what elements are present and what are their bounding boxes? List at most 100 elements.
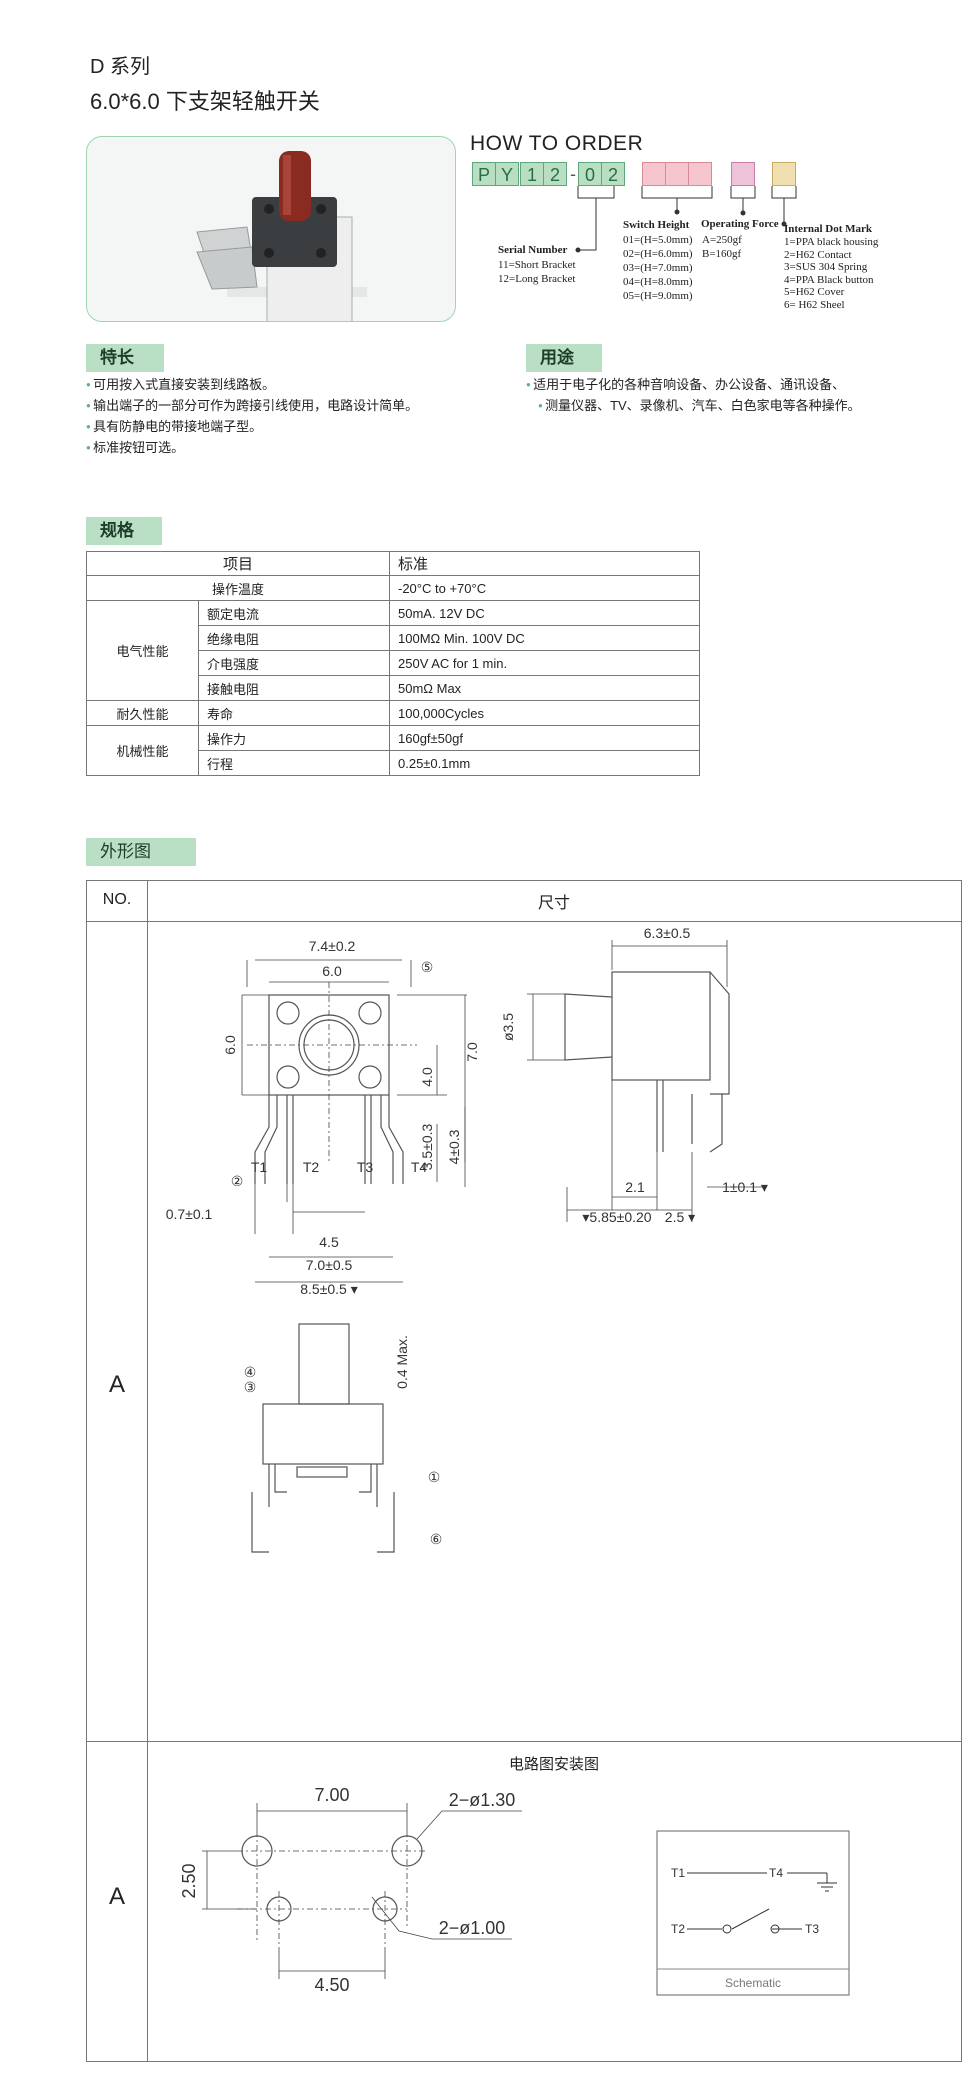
cell-group: 耐久性能 <box>86 700 199 726</box>
product-title: 6.0*6.0 下支架轻触开关 <box>90 89 320 114</box>
cell-label: 接触电阻 <box>198 675 390 701</box>
schematic-caption: Schematic <box>725 1976 781 1990</box>
schematic-label: T3 <box>805 1922 819 1936</box>
dimension-drawing: 7.4±0.2 6.0 6.0 7.0 4.0 3.5±0.3 4±0.3 0.… <box>166 925 768 1553</box>
table-row: 绝缘电阻 100MΩ Min. 100V DC <box>87 625 700 651</box>
outline-table: NO. 尺寸 A A 7.4±0.2 6.0 6.0 <box>86 880 962 2062</box>
dim-label: 2−ø1.00 <box>439 1918 506 1938</box>
cell-label: 行程 <box>198 750 390 776</box>
dim-label: 6.3±0.5 <box>644 925 691 941</box>
code-slot <box>772 162 796 186</box>
code-slot <box>665 162 689 186</box>
operating-force-title: Operating Force <box>701 218 779 230</box>
code-slot <box>688 162 712 186</box>
marker: ⑤ <box>421 959 434 975</box>
switch-height-items: 01=(H=5.0mm) 02=(H=6.0mm) 03=(H=7.0mm) 0… <box>623 234 693 302</box>
cell-label: 绝缘电阻 <box>198 625 390 651</box>
code-char: P <box>472 162 496 186</box>
dim-label: 7.00 <box>314 1785 349 1805</box>
switch-height-title: Switch Height <box>623 219 690 231</box>
dim-label: 4.5 <box>319 1234 339 1250</box>
table-row: 行程 0.25±0.1mm <box>87 750 700 776</box>
order-leader-lines <box>575 186 797 253</box>
internal-dot-title: Internal Dot Mark <box>784 223 872 235</box>
marker: ① <box>428 1469 441 1485</box>
spec-table: 项目 标准 操作温度 -20°C to +70°C 电气性能 额定电流 50mA… <box>86 551 700 776</box>
col-header-size: 尺寸 <box>537 895 570 912</box>
spec-tag: 规格 <box>86 517 162 545</box>
dim-label: 7.0 <box>464 1042 480 1062</box>
list-item: 输出端子的一部分可作为跨接引线使用，电路设计简单。 <box>86 395 418 416</box>
row-label-a: A <box>108 1371 125 1398</box>
cell-value: 100MΩ Min. 100V DC <box>389 625 700 651</box>
features-list: 可用按入式直接安装到线路板。 输出端子的一部分可作为跨接引线使用，电路设计简单。… <box>86 374 418 458</box>
dim-label: 2.5 ▾ <box>665 1209 695 1225</box>
serial-number-items: 11=Short Bracket 12=Long Bracket <box>498 259 576 285</box>
series-label: D 系列 <box>90 56 150 78</box>
features-tag: 特长 <box>86 344 164 372</box>
dim-label: 0.7±0.1 <box>166 1206 213 1222</box>
internal-dot-items: 1=PPA black housing 2=H62 Contact 3=SUS … <box>784 236 879 311</box>
cell-group: 机械性能 <box>86 725 199 776</box>
dim-label: 4±0.3 <box>446 1129 462 1164</box>
pcb-title: 电路图安装图 <box>508 1756 599 1773</box>
terminal-label: T3 <box>357 1159 374 1175</box>
how-to-order-title: HOW TO ORDER <box>470 132 644 155</box>
col-header-item: 项目 <box>86 551 390 576</box>
terminal-label: T2 <box>303 1159 320 1175</box>
schematic-label: T2 <box>671 1922 685 1936</box>
list-item: 具有防静电的带接地端子型。 <box>86 416 418 437</box>
col-header-standard: 标准 <box>389 551 700 576</box>
dim-label: 4.0 <box>419 1067 435 1087</box>
serial-number-title: Serial Number <box>498 244 568 256</box>
usage-tag: 用途 <box>526 344 602 372</box>
table-row: 机械性能 操作力 160gf±50gf <box>86 725 700 776</box>
code-char: 2 <box>601 162 625 186</box>
code-slot <box>731 162 755 186</box>
cell-label: 寿命 <box>198 700 390 726</box>
dim-label: 7.4±0.2 <box>309 938 356 954</box>
cell-group: 电气性能 <box>86 600 199 701</box>
cell-value: 50mA. 12V DC <box>389 600 700 626</box>
dim-label: 2−ø1.30 <box>449 1790 516 1810</box>
marker: ② <box>231 1173 244 1189</box>
table-row: 电气性能 额定电流 50mA. 12V DC <box>86 600 700 701</box>
table-row: 耐久性能 寿命 100,000Cycles <box>86 700 700 726</box>
list-item: 测量仪器、TV、录像机、汽车、白色家电等各种操作。 <box>526 395 861 416</box>
terminal-label: T4 <box>411 1159 428 1175</box>
cell-label: 操作力 <box>198 725 390 751</box>
outline-tag: 外形图 <box>86 838 196 866</box>
schematic-label: T4 <box>769 1866 783 1880</box>
marker: ③ <box>244 1379 257 1395</box>
marker: ④ <box>244 1364 257 1380</box>
list-item: 标准按钮可选。 <box>86 437 418 458</box>
col-header-no: NO. <box>102 891 132 908</box>
code-char: 0 <box>578 162 602 186</box>
product-photo <box>86 136 456 322</box>
dim-label: 4.50 <box>314 1975 349 1995</box>
marker: ⑥ <box>430 1531 443 1547</box>
code-char: 1 <box>520 162 544 186</box>
code-char: 2 <box>543 162 567 186</box>
usage-list: 适用于电子化的各种音响设备、办公设备、通讯设备、 测量仪器、TV、录像机、汽车、… <box>526 374 861 416</box>
terminal-label: T1 <box>251 1159 268 1175</box>
cell-value: 100,000Cycles <box>389 700 700 726</box>
operating-force-items: A=250gf B=160gf <box>702 234 742 260</box>
dim-label: 1±0.1 ▾ <box>722 1179 768 1195</box>
cell-value: 160gf±50gf <box>389 725 700 751</box>
table-row: 项目 标准 <box>86 551 700 576</box>
cell-value: -20°C to +70°C <box>389 575 700 601</box>
cell-label: 介电强度 <box>198 650 390 676</box>
dim-label: 6.0 <box>322 963 342 979</box>
cell-value: 50mΩ Max <box>389 675 700 701</box>
dim-label: 2.1 <box>625 1179 645 1195</box>
dim-label: ø3.5 <box>500 1013 516 1041</box>
table-row: 操作温度 -20°C to +70°C <box>86 575 700 601</box>
dim-label: 6.0 <box>222 1035 238 1055</box>
row-label-a2: A <box>108 1883 125 1910</box>
dim-label: 7.0±0.5 <box>306 1257 353 1273</box>
code-slot <box>642 162 666 186</box>
cell-value: 0.25±0.1mm <box>389 750 700 776</box>
dim-label: 8.5±0.5 ▾ <box>300 1281 358 1297</box>
code-dash: - <box>570 164 576 184</box>
